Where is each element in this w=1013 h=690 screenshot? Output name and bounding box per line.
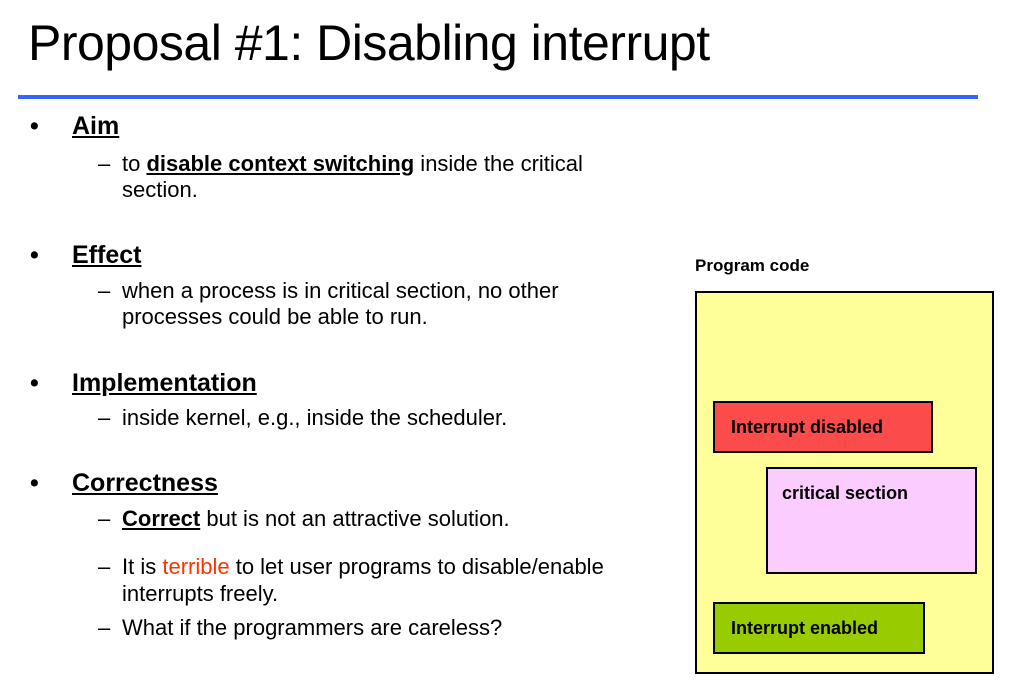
sub-bullet-marker: –	[98, 405, 111, 431]
heading-label: Effect	[72, 241, 142, 270]
sub-bullet-text-highlight: terrible	[162, 554, 230, 580]
sub-bullet-text-emphasis: Correct	[122, 505, 201, 531]
diagram-label-program-code: Program code	[695, 256, 810, 275]
bullet-marker: •	[30, 469, 39, 498]
diagram-box-interrupt-enabled: Interrupt enabled	[713, 602, 925, 654]
bullet-heading-implementation: • Implementation	[0, 369, 680, 399]
sub-bullet-effect-1: – when a process is in critical section,…	[0, 278, 680, 331]
diagram-box-label: critical section	[782, 483, 909, 503]
sub-bullet-text: when a process is in critical section, n…	[122, 277, 559, 330]
bullet-heading-effect: • Effect	[0, 241, 680, 271]
bullet-heading-aim: • Aim	[0, 112, 680, 142]
heading-label: Correctness	[72, 469, 218, 498]
section-effect: • Effect – when a process is in critical…	[0, 241, 680, 330]
diagram-box-interrupt-disabled: Interrupt disabled	[713, 401, 933, 453]
sub-bullet-marker: –	[98, 615, 111, 641]
sub-bullet-text: What if the programmers are careless?	[122, 615, 503, 641]
sub-bullet-text: inside kernel, e.g., inside the schedule…	[122, 405, 508, 431]
sub-bullet-text-emphasis: disable context switching	[146, 150, 415, 176]
sub-bullet-correctness-3: – What if the programmers are careless?	[0, 615, 680, 641]
sub-bullet-marker: –	[98, 277, 111, 303]
sub-bullet-text-tail: inside the critical section.	[122, 150, 583, 202]
slide-body: • Aim – to disable context switching ins…	[0, 112, 680, 642]
sub-bullet-correctness-1: – Correct but is not an attractive solut…	[0, 506, 680, 532]
bullet-marker: •	[30, 241, 39, 270]
bullet-marker: •	[30, 368, 39, 397]
diagram-box-label: Interrupt enabled	[731, 617, 879, 638]
sub-bullet-text-lead: to	[122, 150, 147, 176]
sub-bullet-text-tail: to let user programs to disable/enable i…	[122, 554, 604, 606]
diagram-box-critical-section: critical section	[766, 467, 977, 574]
heading-label: Implementation	[72, 368, 257, 397]
bullet-heading-correctness: • Correctness	[0, 469, 680, 499]
diagram-box-label: Interrupt disabled	[731, 416, 884, 437]
sub-bullet-marker: –	[98, 554, 111, 580]
section-correctness: • Correctness – Correct but is not an at…	[0, 469, 680, 641]
sub-bullet-correctness-2: – It is terrible to let user programs to…	[0, 554, 680, 607]
sub-bullet-marker: –	[98, 505, 111, 531]
title-divider	[18, 95, 978, 99]
section-implementation: • Implementation – inside kernel, e.g., …	[0, 369, 680, 432]
page-title: Proposal #1: Disabling interrupt	[28, 15, 710, 71]
bullet-marker: •	[30, 112, 39, 140]
sub-bullet-text-lead: It is	[122, 554, 163, 580]
section-aim: • Aim – to disable context switching ins…	[0, 112, 680, 203]
sub-bullet-text-tail: but is not an attractive solution.	[200, 505, 510, 531]
sub-bullet-aim-1: – to disable context switching inside th…	[0, 151, 680, 204]
sub-bullet-implementation-1: – inside kernel, e.g., inside the schedu…	[0, 405, 680, 431]
sub-bullet-marker: –	[98, 150, 111, 176]
heading-label: Aim	[72, 112, 120, 140]
